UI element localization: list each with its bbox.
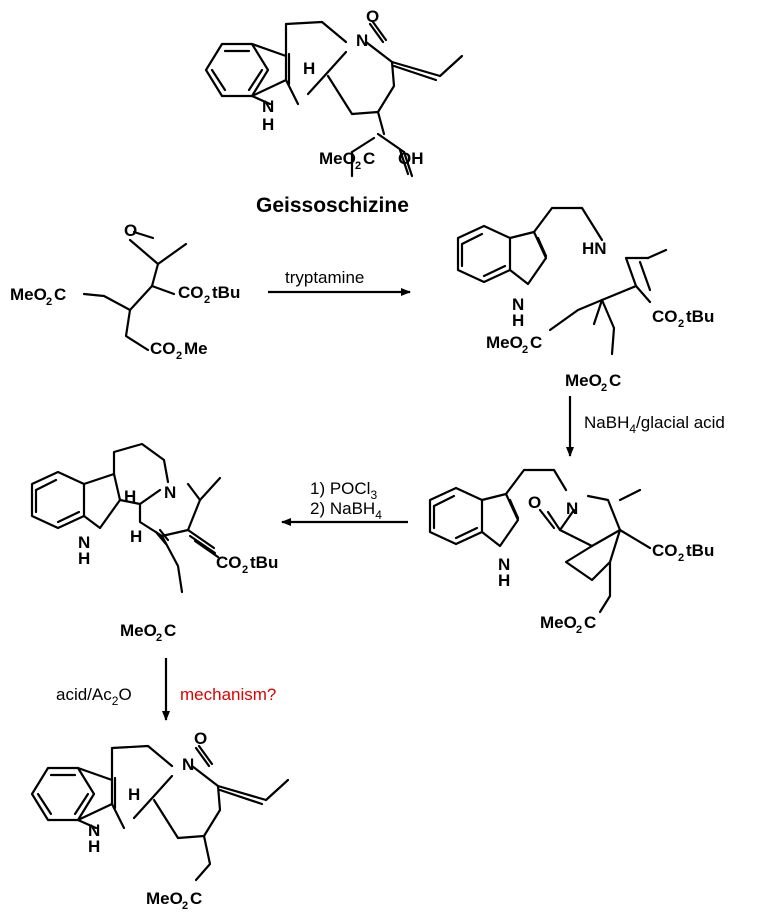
- atom-label: CO: [652, 541, 678, 560]
- atom-label: C: [54, 285, 66, 304]
- atom-label: MeO: [486, 333, 523, 352]
- atom-label: C: [190, 889, 202, 908]
- atom-label: 2: [601, 382, 607, 394]
- starting-keto-ester: [82, 230, 188, 352]
- atom-label: O: [124, 221, 137, 240]
- atom-label: N: [566, 499, 578, 518]
- atom-label: H: [88, 837, 100, 856]
- atom-label: O: [528, 493, 541, 512]
- atom-label: CO: [216, 553, 242, 572]
- atom-label: N: [356, 31, 368, 50]
- indoloquinolizidine-intermediate: [30, 442, 222, 594]
- atom-label: 2: [176, 350, 182, 362]
- atom-label: tBu: [212, 283, 240, 302]
- atom-label: H: [303, 59, 315, 78]
- atom-label: 2: [355, 160, 361, 172]
- atom-label: N: [182, 755, 194, 774]
- atom-label: 2: [678, 552, 684, 564]
- atom-label: N: [512, 295, 524, 314]
- atom-label: 2: [576, 624, 582, 636]
- atom-label: 2: [204, 294, 210, 306]
- atom-label: tBu: [686, 541, 714, 560]
- geissoschizine-structure: [204, 20, 464, 178]
- atom-label: N: [498, 555, 510, 574]
- atom-label: C: [363, 149, 375, 168]
- atom-label: N: [78, 533, 90, 552]
- atom-label: 2: [46, 296, 52, 308]
- atom-label: tBu: [686, 307, 714, 326]
- product-structure: [30, 744, 290, 882]
- atom-label: N: [262, 97, 274, 116]
- atom-label: CO: [652, 307, 678, 326]
- atom-label: H: [130, 527, 142, 546]
- atom-label: H: [128, 785, 140, 804]
- atom-label: C: [584, 613, 596, 632]
- reagent-label: 2) NaBH4: [310, 499, 382, 522]
- reagent-label: NaBH4/glacial acid: [584, 413, 725, 436]
- compound-name: Geissoschizine: [256, 194, 409, 217]
- atom-label: MeO: [120, 621, 157, 640]
- atom-label: CO: [150, 339, 176, 358]
- enamine-intermediate: [456, 206, 668, 356]
- atom-label: 2: [156, 632, 162, 644]
- atom-label: O: [366, 7, 379, 26]
- atom-label: C: [164, 621, 176, 640]
- atom-label: H: [512, 311, 524, 330]
- atom-label: MeO: [319, 149, 356, 168]
- reagent-label: 1) POCl3: [310, 479, 377, 502]
- atom-label: MeO: [10, 285, 47, 304]
- mechanism-question: mechanism?: [180, 685, 276, 704]
- atom-label: Me: [184, 339, 208, 358]
- atom-label: CO: [178, 283, 204, 302]
- atom-label: MeO: [565, 371, 602, 390]
- reagent-label: tryptamine: [285, 268, 364, 287]
- atom-label: H: [498, 571, 510, 590]
- lactam-intermediate: [428, 468, 652, 614]
- atom-label: N: [164, 483, 176, 502]
- reagent-label: acid/Ac2O: [56, 685, 132, 708]
- atom-label: tBu: [250, 553, 278, 572]
- atom-label: H: [262, 115, 274, 134]
- atom-label: OH: [398, 149, 424, 168]
- atom-label: N: [88, 821, 100, 840]
- atom-label: HN: [582, 239, 607, 258]
- atom-label: 2: [242, 564, 248, 576]
- atom-label: O: [194, 729, 207, 748]
- atom-label: MeO: [146, 889, 183, 908]
- atom-label: 2: [182, 900, 188, 912]
- atom-label: C: [609, 371, 621, 390]
- atom-label: 2: [522, 344, 528, 356]
- atom-label: MeO: [540, 613, 577, 632]
- atom-label: H: [78, 549, 90, 568]
- atom-label: 2: [678, 318, 684, 330]
- atom-label: C: [530, 333, 542, 352]
- atom-label: H: [124, 487, 136, 506]
